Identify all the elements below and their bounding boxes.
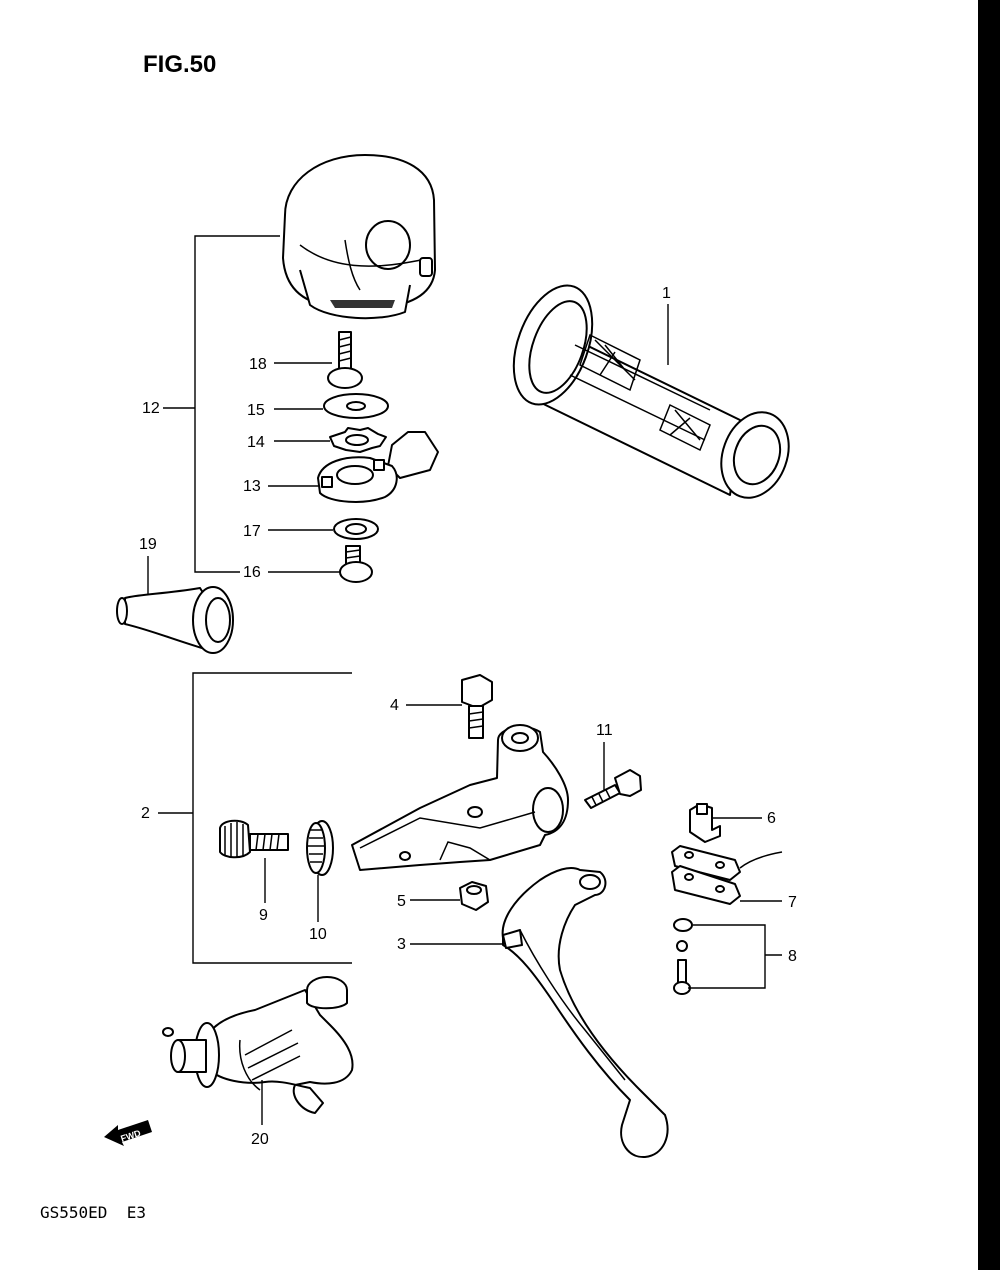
clutch-lever-part-3 xyxy=(501,867,669,1159)
group-bracket-8 xyxy=(688,924,782,989)
model-code: GS550ED E3 xyxy=(40,1203,146,1222)
leader-lines-upper xyxy=(147,304,669,594)
screw-set-part-8 xyxy=(673,918,693,995)
callout-4: 4 xyxy=(390,697,399,714)
callout-9: 9 xyxy=(259,907,268,924)
screw-part-11 xyxy=(584,769,642,809)
washer-part-15 xyxy=(323,393,389,419)
figure-title: FIG.50 xyxy=(143,51,216,78)
callout-8: 8 xyxy=(788,948,797,965)
switch-plug-part-6 xyxy=(689,803,721,843)
screw-part-18 xyxy=(327,331,363,389)
callout-12: 12 xyxy=(142,400,160,417)
callout-3: 3 xyxy=(397,936,406,953)
handlebar-grip-part-1 xyxy=(512,284,790,499)
pulley-plate-part-13 xyxy=(317,456,398,503)
callout-11: 11 xyxy=(596,722,613,739)
callout-17: 17 xyxy=(243,523,261,540)
bolt-part-4 xyxy=(461,674,493,739)
adjuster-nut-part-10 xyxy=(306,820,334,876)
callout-19: 19 xyxy=(139,536,157,553)
grip-end-part-19 xyxy=(116,586,234,654)
screw-part-16 xyxy=(339,545,373,583)
nut-part-5 xyxy=(459,881,489,911)
callout-5: 5 xyxy=(397,893,406,910)
group-bracket-12 xyxy=(163,235,280,573)
callout-6: 6 xyxy=(767,810,776,827)
callout-14: 14 xyxy=(247,434,265,451)
choke-lever-part-20 xyxy=(162,976,354,1114)
callout-16: 16 xyxy=(243,564,261,581)
fwd-arrow-icon: FWD xyxy=(104,1120,152,1146)
group-bracket-2 xyxy=(158,672,352,964)
callout-13: 13 xyxy=(243,478,261,495)
throttle-housing-part-12 xyxy=(282,154,436,320)
leader-lines-lower xyxy=(264,704,782,945)
page-edge-border xyxy=(978,0,1000,1270)
adjuster-bolt-part-9 xyxy=(219,819,289,859)
callout-7: 7 xyxy=(788,894,797,911)
callout-10: 10 xyxy=(309,926,327,943)
callout-2: 2 xyxy=(141,805,150,822)
callout-20: 20 xyxy=(251,1131,269,1148)
lever-holder xyxy=(351,724,569,871)
callout-18: 18 xyxy=(249,356,267,373)
washer-part-17 xyxy=(333,518,379,540)
callout-15: 15 xyxy=(247,402,265,419)
clutch-switch-part-7 xyxy=(671,845,783,905)
callout-1: 1 xyxy=(662,285,671,302)
